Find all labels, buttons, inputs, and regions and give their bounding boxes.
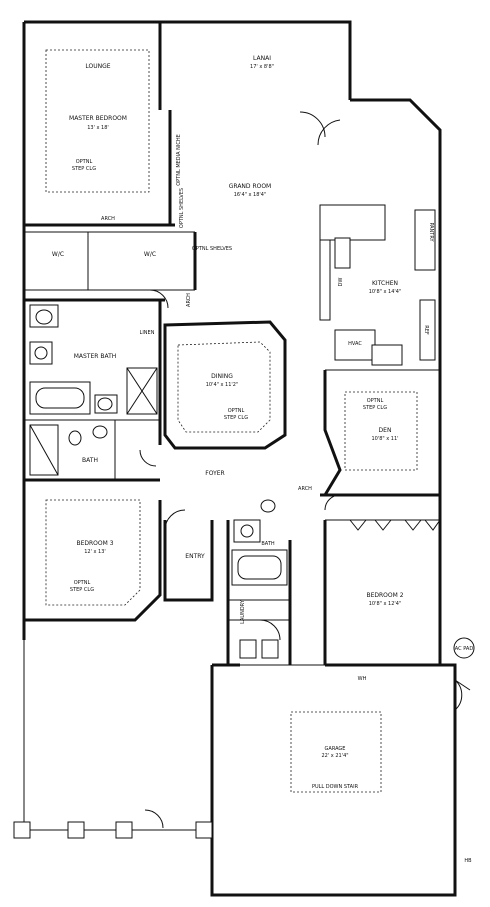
pantry-label: PANTRY	[428, 222, 434, 242]
optnl-media-label: OPTNL MEDIA NICHE	[176, 134, 182, 186]
dining-ceiling-line1: OPTNL	[228, 408, 245, 414]
dining-ceiling-line2: STEP CLG	[224, 415, 248, 421]
interior-walls	[24, 110, 440, 666]
lanai-dim: 17' x 8'8"	[250, 64, 274, 70]
wic-right-name: W/C	[144, 251, 156, 258]
kitchen-fixtures	[319, 204, 436, 366]
arch-foyer-label: ARCH	[298, 486, 312, 492]
bedroom3-name: BEDROOM 3	[76, 540, 113, 547]
dining-dim: 10'4" x 11'2"	[206, 382, 239, 388]
linen-label: LINEN	[140, 330, 155, 336]
lounge-name: LOUNGE	[85, 63, 110, 70]
bedroom3-ceiling-line1: OPTNL	[74, 580, 91, 586]
kitchen-name: KITCHEN	[372, 280, 398, 287]
bath2-name: BATH	[261, 541, 275, 547]
den-name: DEN	[379, 427, 392, 434]
bedroom2-name: BEDROOM 2	[366, 592, 403, 599]
kitchen-dim: 10'8" x 14'4"	[369, 289, 402, 295]
ac-pad-icon	[453, 637, 475, 659]
bath-fixtures	[29, 304, 288, 659]
hvac-label: HVAC	[348, 341, 362, 347]
arch-side-label: ARCH	[186, 293, 192, 307]
optnl-shelves-label: OPTNL SHELVES	[179, 188, 185, 228]
bath-name: BATH	[82, 457, 98, 464]
garage-name: GARAGE	[325, 746, 346, 752]
grand-room-dim: 16'4" x 18'4"	[234, 192, 267, 198]
entry-name: ENTRY	[185, 553, 205, 560]
porch-columns	[13, 821, 213, 839]
dining-name: DINING	[211, 373, 233, 380]
bedroom2-dim: 10'8" x 12'4"	[369, 601, 402, 607]
wic-left-name: W/C	[52, 251, 64, 258]
master-bedroom-dim: 13' x 18'	[87, 125, 109, 131]
den-ceiling-line1: OPTNL	[367, 398, 384, 404]
den-dim: 10'8" x 11'	[371, 436, 398, 442]
arch-top-label: ARCH	[101, 216, 115, 222]
grand-room-name: GRAND ROOM	[229, 183, 272, 190]
master-ceiling-line1: OPTNL	[76, 159, 93, 165]
foyer-name: FOYER	[205, 470, 224, 477]
ref-label: REF	[423, 325, 429, 335]
ac-pad-label: AC PAD	[455, 646, 474, 652]
side-door-icon	[454, 679, 463, 711]
optnl-shelves2-label: OPTNL SHELVES	[192, 246, 232, 252]
water-heater-label: WH	[358, 676, 367, 682]
den-ceiling-line2: STEP CLG	[363, 405, 387, 411]
dw-label: DW	[338, 278, 344, 287]
master-bath-name: MASTER BATH	[74, 353, 117, 360]
pull-down-label: PULL DOWN STAIR	[312, 784, 359, 790]
master-bedroom-name: MASTER BEDROOM	[69, 115, 127, 122]
hb-label: HB	[464, 858, 472, 864]
master-ceiling-line2: STEP CLG	[72, 166, 96, 172]
bedroom3-dim: 12' x 13'	[84, 549, 106, 555]
garage-dim: 22' x 21'4"	[321, 753, 348, 759]
doors	[139, 111, 441, 829]
laundry-label: LAUNDRY	[240, 599, 246, 624]
lanai-name: LANAI	[253, 55, 271, 62]
bedroom3-ceiling-line2: STEP CLG	[70, 587, 94, 593]
step-ceilings	[45, 49, 418, 793]
